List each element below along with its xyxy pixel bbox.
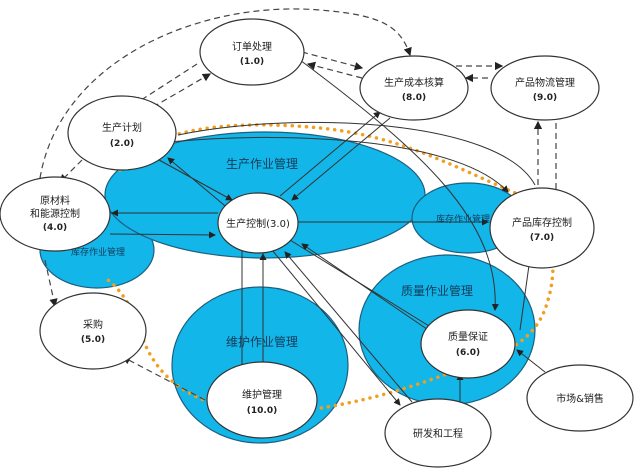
node-rd[interactable]: 研发和工程	[384, 398, 492, 468]
node-cost[interactable]: 生产成本核算 (8.0)	[359, 55, 469, 121]
node-maintenance[interactable]: 维护管理 (10.0)	[206, 361, 318, 439]
node-label-line1: 原材料	[40, 194, 70, 207]
node-label: 订单处理	[232, 41, 272, 53]
node-market[interactable]: 市场&销售	[526, 364, 634, 432]
node-number: (5.0)	[81, 335, 105, 345]
node-label: 产品库存控制	[512, 216, 572, 229]
node-label: 生产成本核算	[384, 76, 444, 89]
node-label: 生产控制(3.0)	[226, 217, 290, 230]
zone-label-inventory-ops-right: 库存作业管理	[436, 213, 490, 225]
node-label: 产品物流管理	[515, 76, 575, 89]
enterprise-boundary	[106, 123, 555, 415]
node-order[interactable]: 订单处理 (1.0)	[199, 18, 305, 86]
node-purchase[interactable]: 采购 (5.0)	[39, 292, 147, 370]
node-number: (6.0)	[456, 348, 480, 358]
zone-label-maintenance-ops: 维护作业管理	[226, 334, 298, 349]
node-logistics[interactable]: 产品物流管理 (9.0)	[490, 55, 600, 121]
node-label: 维护管理	[242, 388, 282, 401]
node-inventory[interactable]: 产品库存控制 (7.0)	[489, 187, 595, 269]
node-number: (9.0)	[533, 93, 557, 103]
node-label: 生产计划	[102, 121, 142, 134]
zone-label-inventory-ops-left: 库存作业管理	[71, 246, 125, 258]
zone-label-production-ops: 生产作业管理	[226, 156, 298, 171]
node-number: (7.0)	[530, 233, 554, 243]
zone-label-quality-ops: 质量作业管理	[401, 283, 473, 298]
node-number: (4.0)	[43, 223, 67, 233]
node-label: 质量保证	[448, 330, 488, 343]
node-number: (8.0)	[402, 93, 426, 103]
node-label-line2: 和能源控制	[30, 207, 80, 220]
node-number: (1.0)	[240, 57, 264, 67]
solid-connections	[109, 59, 546, 406]
node-quality[interactable]: 质量保证 (6.0)	[420, 309, 516, 379]
node-material[interactable]: 原材料 和能源控制 (4.0)	[0, 176, 111, 252]
node-number: (10.0)	[247, 406, 277, 416]
node-control[interactable]: 生产控制(3.0)	[217, 192, 299, 254]
node-planning[interactable]: 生产计划 (2.0)	[67, 95, 177, 171]
node-number: (2.0)	[110, 139, 134, 149]
node-label: 采购	[83, 318, 103, 331]
node-label: 研发和工程	[413, 427, 463, 440]
node-label: 市场&销售	[556, 392, 604, 405]
